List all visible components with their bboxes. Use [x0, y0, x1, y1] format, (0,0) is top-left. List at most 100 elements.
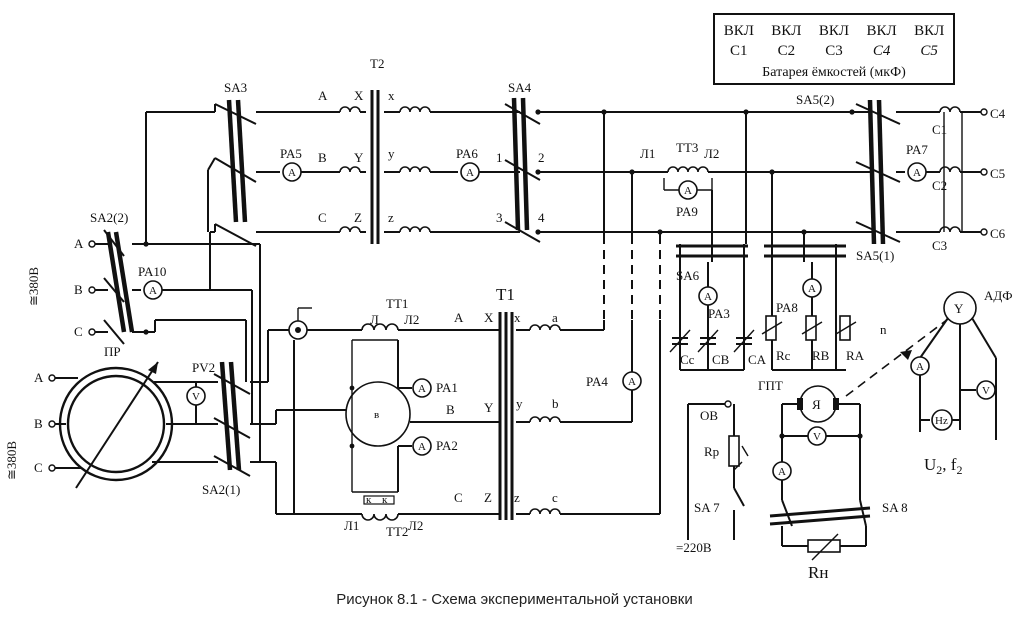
svg-text:c: c: [552, 490, 558, 505]
svg-text:A: A: [913, 167, 921, 179]
legend-switch-3: ВКЛ: [818, 23, 850, 39]
sa5-1-label: SA5(1): [856, 248, 894, 263]
pa5-label: PA5: [280, 146, 302, 161]
svg-text:A: A: [684, 185, 692, 197]
svg-text:B: B: [318, 150, 327, 165]
meter-gpt-voltmeter: V: [807, 426, 827, 446]
legend-switch-1: ВКЛ: [723, 23, 754, 39]
meter-pa1: A PA1: [412, 378, 458, 398]
svg-text:1: 1: [496, 150, 503, 165]
legend-capacitor-row: C1 C2 C3 C4 C5: [715, 43, 953, 60]
svg-text:A: A: [916, 361, 924, 373]
pa9-label: PA9: [676, 204, 698, 219]
svg-text:Л: Л: [370, 312, 379, 327]
pr-label: ПР: [104, 344, 121, 359]
switch-sa8[interactable]: SA 8: [769, 499, 908, 527]
tt1-label: TT1: [386, 296, 408, 311]
meter-pa5: A PA5: [280, 146, 302, 182]
cap-ca-label: CA: [748, 352, 767, 367]
switch-sa4[interactable]: SA4 1 2 3 4: [496, 80, 545, 243]
svg-text:z: z: [514, 490, 520, 505]
supply-left-group: ≅380В A B C: [4, 370, 82, 480]
svg-text:x: x: [514, 310, 521, 325]
switch-sa5-2[interactable]: SA5(2): [796, 92, 901, 245]
excitation-circuit: ОВ Rр SA 7 =220В: [676, 400, 749, 555]
legend-title: Батарея ёмкостей (мкФ): [762, 65, 906, 80]
svg-text:A: A: [628, 376, 636, 388]
svg-text:Y: Y: [354, 150, 364, 165]
t1-label: T1: [496, 285, 515, 304]
dc-generator-gpt: ГПТ Я: [758, 378, 863, 500]
meter-pa10: A PA10: [138, 264, 166, 300]
phase-meter-top: [288, 307, 312, 340]
legend-switch-2: ВКЛ: [771, 23, 802, 39]
supply-top-group: ≅380В A B C: [26, 236, 108, 339]
gpt-label: ГПТ: [758, 378, 783, 393]
meter-pa6: A PA6: [456, 146, 480, 182]
meter-pa2: A PA2: [412, 436, 458, 456]
svg-text:к: к: [382, 494, 388, 506]
svg-text:A: A: [318, 88, 328, 103]
pa10-label: PA10: [138, 264, 166, 279]
tt2-label: TT2: [386, 524, 408, 539]
switch-sa2-2[interactable]: SA2(2): [90, 210, 149, 345]
svg-text:V: V: [192, 391, 200, 403]
induction-machine-adf: n Y АДФ: [845, 288, 1013, 440]
load-resistor-rn: Rн: [782, 533, 866, 582]
pa7-label: PA7: [906, 142, 928, 157]
svg-text:C5: C5: [990, 166, 1005, 181]
sa7-label: SA 7: [694, 500, 720, 515]
svg-text:A: A: [418, 383, 426, 395]
pa2-label: PA2: [436, 438, 458, 453]
dc-supply-label: =220В: [676, 540, 712, 555]
svg-text:Z: Z: [354, 210, 362, 225]
svg-text:V: V: [813, 431, 821, 443]
svg-text:A: A: [778, 466, 786, 478]
phase-regulator-pr: ПР: [58, 344, 174, 489]
svg-text:A: A: [149, 285, 157, 297]
u2-label: U2, f2: [924, 455, 962, 477]
phase-b-top: B: [74, 282, 83, 297]
rp-label: Rр: [704, 444, 719, 459]
sa6-label: SA6: [676, 268, 700, 283]
svg-text:x: x: [388, 88, 395, 103]
switch-sa2-1[interactable]: SA2(1): [202, 361, 251, 497]
switch-sa3[interactable]: SA3: [207, 80, 257, 247]
svg-text:2: 2: [538, 150, 545, 165]
pa8-label: PA8: [776, 300, 798, 315]
switch-sa5-1[interactable]: SA5(1): [764, 244, 894, 263]
svg-text:Л2: Л2: [404, 312, 419, 327]
current-transformer-tt1: TT1 Л Л2: [361, 296, 419, 331]
svg-text:A: A: [288, 167, 296, 179]
svg-text:Л1: Л1: [344, 518, 359, 533]
res-rb-label: RB: [812, 348, 830, 363]
sa3-label: SA3: [224, 80, 247, 95]
meter-pa9: A PA9: [676, 180, 698, 219]
terminal-b-top[interactable]: [88, 286, 96, 294]
svg-text:A: A: [34, 370, 44, 385]
meter-adf-ammeter: A: [910, 356, 930, 376]
capacitor-battery-legend: ВКЛ ВКЛ ВКЛ ВКЛ ВКЛ C1 C2 C3 C4 C5 Батар…: [713, 13, 955, 85]
legend-switch-row: ВКЛ ВКЛ ВКЛ ВКЛ ВКЛ: [715, 23, 953, 40]
meter-pa3: A PA3: [698, 286, 730, 321]
adf-symbol: Y: [954, 301, 964, 316]
switch-sa6[interactable]: SA6: [676, 244, 748, 283]
svg-text:3: 3: [496, 210, 503, 225]
svg-text:A: A: [418, 441, 426, 453]
svg-text:C6: C6: [990, 226, 1006, 241]
pa4-label: PA4: [586, 374, 608, 389]
svg-text:C4: C4: [990, 106, 1006, 121]
sa2-1-label: SA2(1): [202, 482, 240, 497]
legend-cap-4: C4: [872, 43, 891, 59]
supply-top-label: ≅380В: [26, 267, 41, 306]
current-transformer-tt3: Л1 TT3 Л2: [640, 140, 719, 191]
sa4-label: SA4: [508, 80, 532, 95]
meter-pa4: A PA4: [586, 320, 642, 391]
legend-switch-5: ВКЛ: [914, 23, 945, 39]
ov-label: ОВ: [700, 408, 718, 423]
terminal-a-top[interactable]: [88, 240, 96, 248]
speed-n-label: n: [880, 322, 887, 337]
adf-label: АДФ: [984, 288, 1013, 303]
terminal-c-top[interactable]: [88, 328, 96, 336]
svg-text:Z: Z: [484, 490, 492, 505]
